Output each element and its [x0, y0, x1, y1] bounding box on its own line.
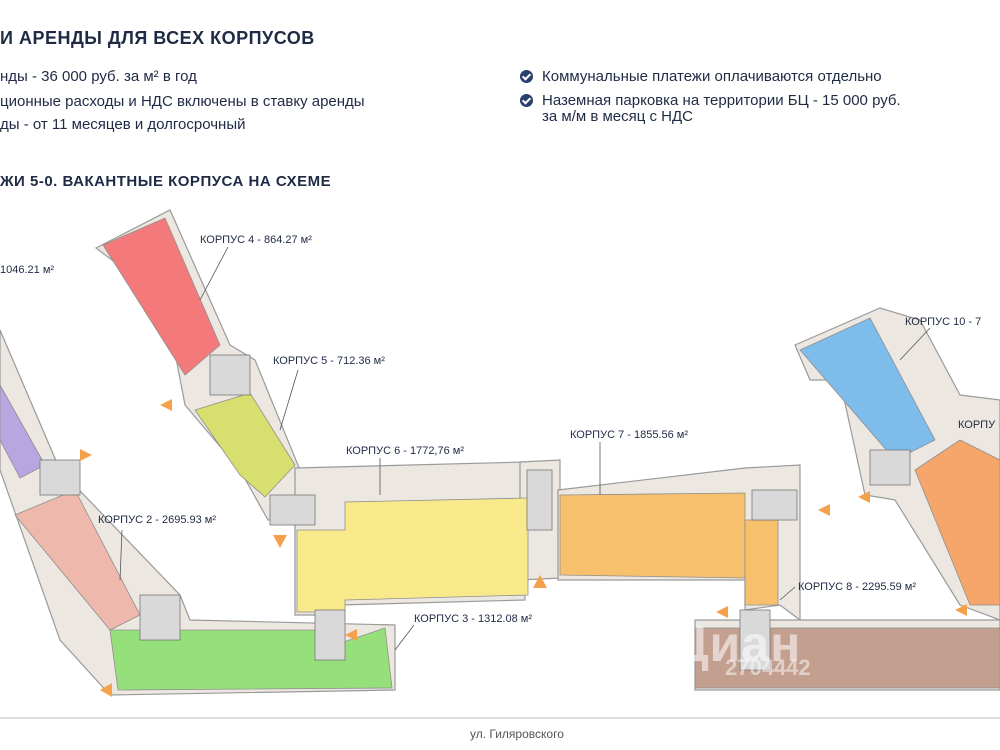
street-label: ул. Гиляровского — [470, 727, 564, 741]
arrow-icon — [818, 504, 830, 516]
utilities-note: Коммунальные платежи оплачиваются отдель… — [520, 68, 882, 85]
check-icon — [520, 94, 533, 107]
term-included: ционные расходы и НДС включены в ставку … — [0, 93, 365, 110]
stair-cores — [39, 354, 911, 671]
label-k10: КОРПУС 10 - 7 — [905, 316, 981, 328]
parking-note: Наземная парковка на территории БЦ - 15 … — [520, 92, 901, 109]
label-k2: КОРПУС 2 - 2695.93 м² — [98, 514, 216, 526]
block-k9 — [914, 439, 1000, 606]
label-k3: КОРПУС 3 - 1312.08 м² — [414, 613, 532, 625]
utilities-text: Коммунальные платежи оплачиваются отдель… — [542, 68, 882, 85]
arrow-icon — [100, 683, 112, 697]
floor-plan: 1046.21 м² КОРПУС 4 - 864.27 м² КОРПУС 5… — [0, 209, 1000, 719]
label-k7: КОРПУС 7 - 1855.56 м² — [570, 429, 688, 441]
label-k9: КОРПУ — [958, 419, 996, 431]
arrow-icon — [345, 629, 357, 641]
arrow-icon — [955, 604, 967, 616]
label-k5: КОРПУС 5 - 712.36 м² — [273, 355, 385, 367]
plan-heading: ЖИ 5-0. ВАКАНТНЫЕ КОРПУСА НА СХЕМЕ — [0, 173, 332, 190]
block-k8 — [694, 627, 1000, 689]
arrow-icon — [533, 575, 547, 588]
entrance-arrows — [80, 399, 967, 697]
label-k8: КОРПУС 8 - 2295.59 м² — [798, 581, 916, 593]
arrow-icon — [716, 606, 728, 618]
arrow-icon — [858, 491, 870, 503]
term-duration: ды - от 11 месяцев и долгосрочный — [0, 116, 246, 133]
arrow-icon — [273, 535, 287, 548]
block-k7 — [559, 492, 746, 579]
block-k4 — [102, 217, 221, 376]
parking-text: Наземная парковка на территории БЦ - 15 … — [542, 92, 901, 109]
parking-text-2: за м/м в месяц с НДС — [542, 108, 694, 125]
parking-note-cont: за м/м в месяц с НДС — [520, 108, 693, 125]
label-k4: КОРПУС 4 - 864.27 м² — [200, 234, 312, 246]
watermark-logo: Циан — [672, 616, 802, 672]
arrow-icon — [160, 399, 172, 411]
label-leaders — [119, 246, 931, 651]
watermark-id: 2704442 — [725, 655, 811, 680]
vacant-blocks — [0, 217, 1000, 691]
block-k1 — [0, 384, 46, 479]
block-k7b — [744, 519, 779, 606]
label-k1: 1046.21 м² — [0, 264, 54, 276]
block-k5 — [194, 392, 296, 498]
arrow-icon — [80, 449, 92, 461]
page-title: И АРЕНДЫ ДЛЯ ВСЕХ КОРПУСОВ — [0, 28, 315, 48]
label-k6: КОРПУС 6 - 1772,76 м² — [346, 445, 464, 457]
check-icon — [520, 70, 533, 83]
block-k10 — [799, 317, 936, 461]
term-rate: нды - 36 000 руб. за м² в год — [0, 68, 197, 85]
